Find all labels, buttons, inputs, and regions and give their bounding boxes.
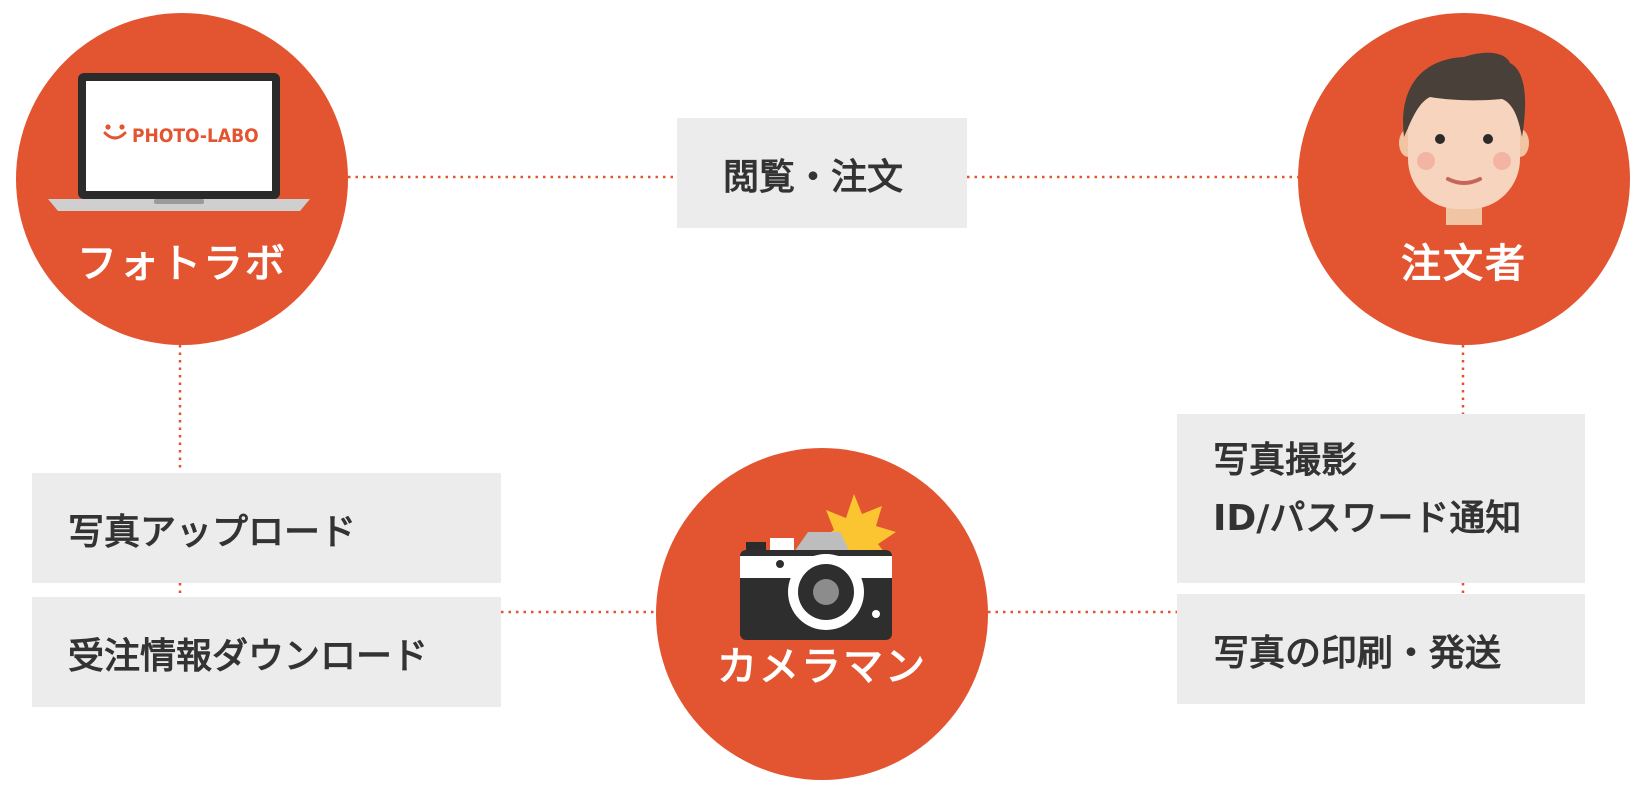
action-print-ship: 写真の印刷・発送: [1177, 594, 1585, 704]
action-id-password-label: ID/パスワード通知: [1213, 498, 1522, 539]
node-photolabo: PHOTO-LABO フォトラボ: [16, 13, 348, 345]
action-browse-order-label: 閲覧・注文: [723, 157, 904, 198]
node-cameraman: カメラマン: [656, 448, 988, 780]
action-photo-shoot-label: 写真撮影: [1213, 440, 1358, 481]
action-order-download: 受注情報ダウンロード: [32, 597, 501, 707]
camera-icon: [740, 494, 896, 640]
action-print-ship-label: 写真の印刷・発送: [1213, 633, 1502, 674]
action-shoot-notify: 写真撮影 ID/パスワード通知: [1177, 414, 1585, 583]
action-browse-order: 閲覧・注文: [677, 118, 967, 228]
node-photolabo-label: フォトラボ: [77, 241, 287, 287]
action-order-download-label: 受注情報ダウンロード: [68, 636, 429, 677]
node-orderer: 注文者: [1298, 13, 1630, 345]
node-orderer-label: 注文者: [1401, 241, 1527, 287]
node-cameraman-label: カメラマン: [717, 644, 927, 690]
screen-logo-text: PHOTO-LABO: [132, 125, 259, 147]
laptop-icon: PHOTO-LABO: [48, 73, 310, 211]
action-photo-upload-label: 写真アップロード: [68, 512, 357, 553]
person-face-icon: [1399, 52, 1529, 225]
action-photo-upload: 写真アップロード: [32, 473, 501, 583]
